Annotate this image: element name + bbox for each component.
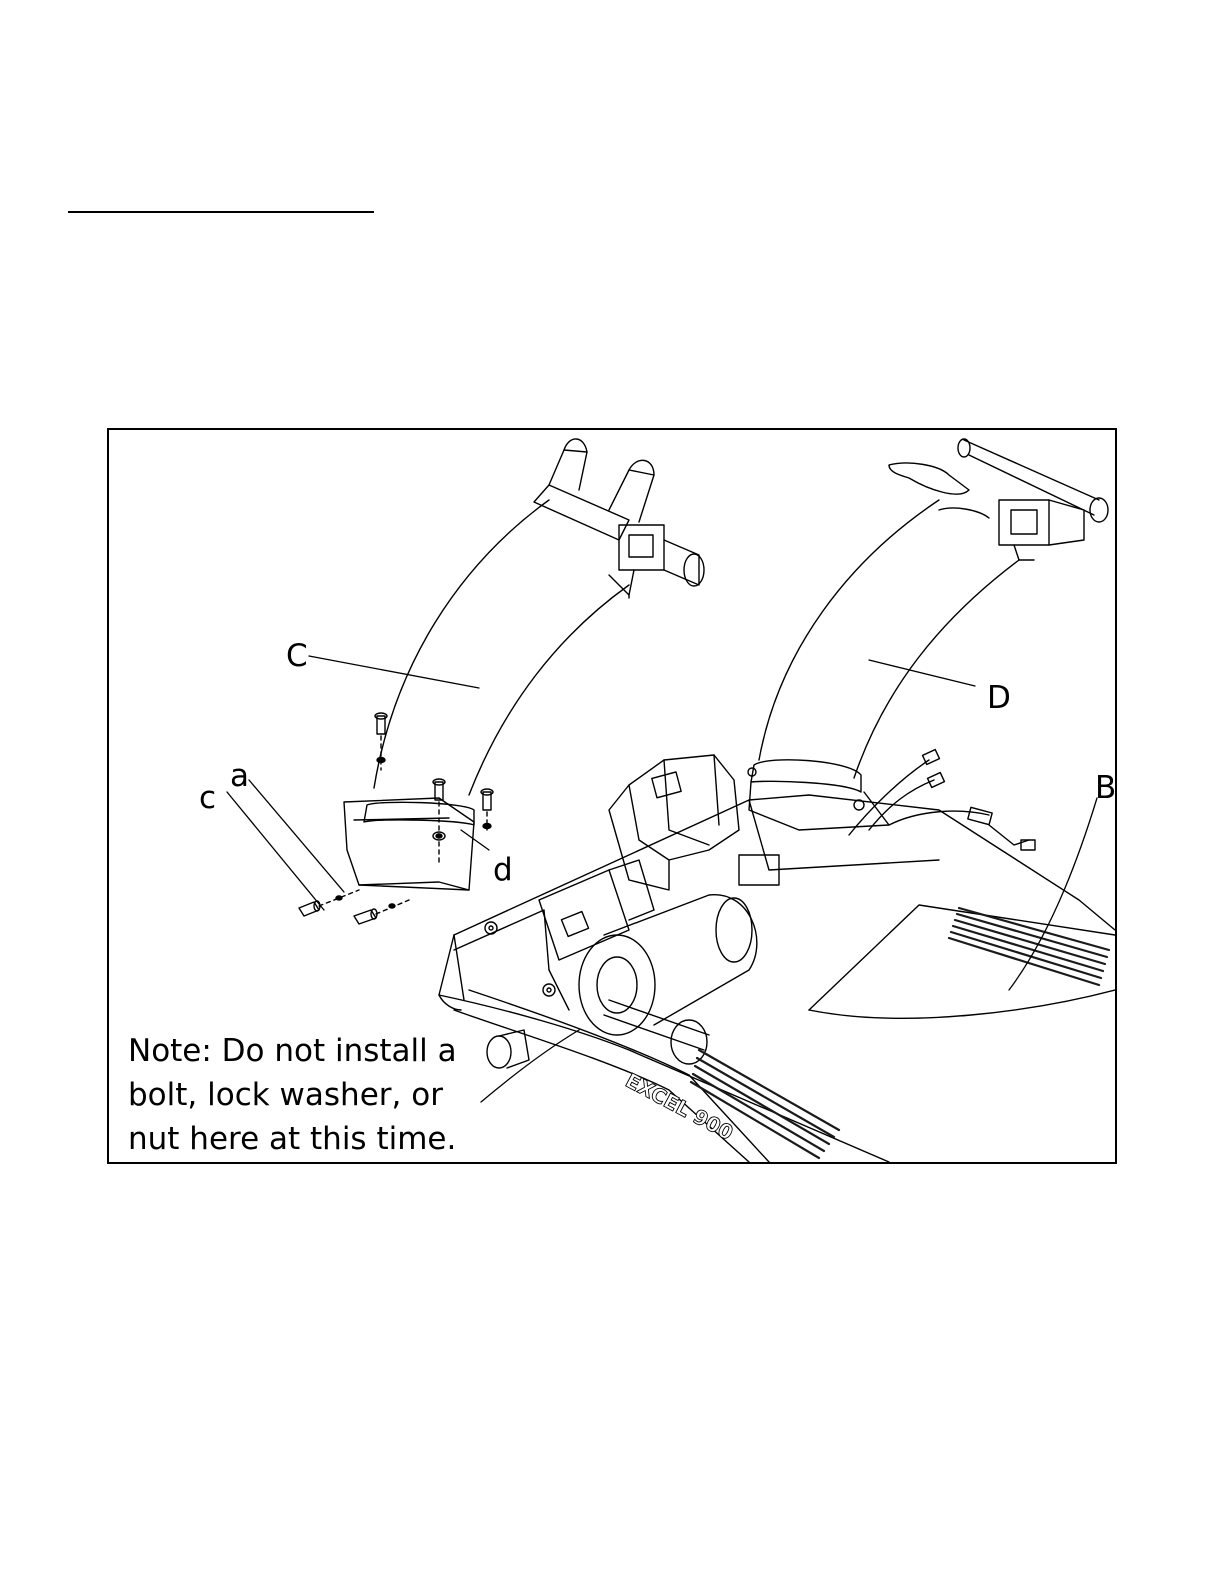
callout-c-small: c: [199, 780, 216, 816]
note-line-3: nut here at this time.: [128, 1121, 456, 1157]
belt-rear: [949, 908, 1109, 985]
callout-b: B: [1095, 770, 1115, 806]
note-line-1: Note: Do not install a: [128, 1033, 457, 1069]
callout-d: D: [987, 680, 1011, 716]
callout-d-small: d: [493, 852, 513, 888]
note-line-2: bolt, lock washer, or: [128, 1077, 443, 1113]
base-b: [439, 750, 1115, 1162]
callout-c: C: [286, 638, 308, 674]
leader-d: [869, 660, 975, 686]
heading-underline: [68, 211, 374, 213]
leader-note: [481, 1030, 579, 1102]
belt-front: [691, 1050, 839, 1158]
assembly-illustration: EXCEL 900 C D B a c d Note: Do not insta…: [109, 430, 1115, 1162]
leader-d-small: [461, 830, 489, 850]
upright-c: [344, 439, 704, 890]
upright-d: [749, 439, 1108, 830]
leader-c-upper: [309, 656, 479, 688]
assembly-figure: EXCEL 900 C D B a c d Note: Do not insta…: [107, 428, 1117, 1164]
callout-a: a: [230, 758, 249, 794]
